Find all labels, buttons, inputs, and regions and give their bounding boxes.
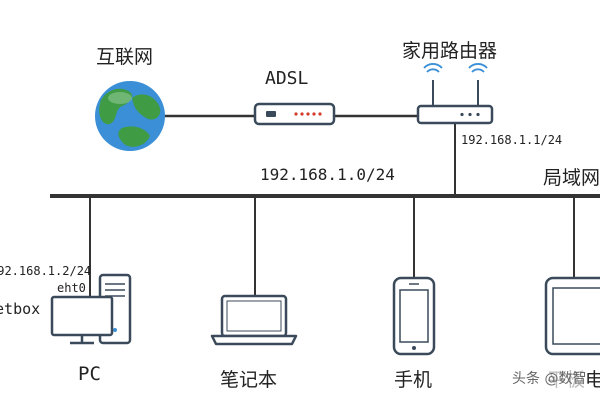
- adsl-label: ADSL: [265, 68, 309, 89]
- laptop-label: 笔记本: [220, 369, 278, 391]
- router-ip-label: 192.168.1.1/24: [461, 133, 563, 147]
- pc-hostname-label: netbox: [0, 300, 41, 318]
- lan-label: 局域网: [543, 167, 600, 189]
- pc-label: PC: [78, 363, 101, 385]
- pc-ip-label: 192.168.1.2/24: [0, 264, 92, 278]
- modem-icon: [253, 102, 336, 126]
- phone-icon: [392, 276, 436, 356]
- phone-label: 手机: [394, 369, 433, 391]
- router-icon: [416, 63, 494, 125]
- globe-icon: [95, 81, 165, 151]
- laptop-icon: [210, 294, 298, 346]
- router-label: 家用路由器: [402, 40, 498, 62]
- pc-icon: [50, 273, 132, 345]
- watermark-text: 头条 @数智: [512, 368, 587, 388]
- internet-label: 互联网: [96, 46, 154, 68]
- tablet-icon: [544, 276, 600, 356]
- subnet-label: 192.168.1.0/24: [260, 165, 395, 184]
- pc-interface-label: eht0: [57, 281, 86, 295]
